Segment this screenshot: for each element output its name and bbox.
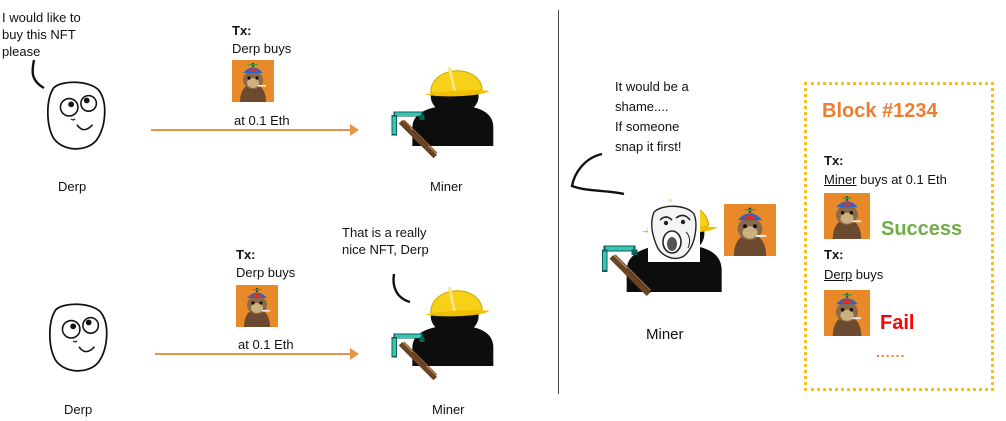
miner-label: Miner <box>430 179 463 194</box>
success-status: Success <box>881 218 963 240</box>
tx-text: Derp buys <box>236 265 296 280</box>
nft-ape-icon <box>232 60 274 102</box>
tx-label: Tx: <box>236 247 256 262</box>
troll-face-icon <box>648 202 700 262</box>
tx-text: Derp buys <box>824 266 883 283</box>
miner-label: Miner <box>646 326 684 343</box>
tx-actor: Miner <box>824 172 857 187</box>
tx-text: Derp buys <box>232 41 292 56</box>
fail-status: Fail <box>880 312 915 334</box>
speech-tail <box>570 152 625 196</box>
derp-label: Derp <box>64 402 93 417</box>
tx-price: at 0.1 Eth <box>238 337 294 352</box>
miner-speech: That is a really nice NFT, Derp <box>342 225 429 257</box>
tx-actor: Derp <box>824 267 853 282</box>
pickaxe-icon <box>388 108 444 160</box>
nft-ape-icon <box>824 290 870 336</box>
tx-text: Miner buys at 0.1 Eth <box>824 171 947 188</box>
tx-arrow <box>155 348 359 360</box>
tx-price: at 0.1 Eth <box>234 113 290 128</box>
nft-ape-icon <box>236 285 278 327</box>
divider <box>558 10 559 394</box>
tx-rest: buys at 0.1 Eth <box>856 172 947 187</box>
ellipsis: ...... <box>876 344 906 360</box>
tx-label: Tx: <box>824 247 844 262</box>
derp-speech: I would like to buy this NFT please <box>2 10 81 59</box>
tx-arrow <box>151 124 359 136</box>
miner-label: Miner <box>432 402 465 417</box>
miner-speech: It would be a shame.... If someone snap … <box>615 79 689 154</box>
nft-ape-icon <box>724 204 776 256</box>
pickaxe-icon <box>598 242 658 298</box>
tx-label: Tx: <box>232 23 252 38</box>
block-panel <box>804 82 994 391</box>
derp-label: Derp <box>58 179 87 194</box>
derp-face-icon <box>44 300 112 378</box>
derp-face-icon <box>42 78 110 156</box>
tx-label: Tx: <box>824 153 844 168</box>
pickaxe-icon <box>388 330 444 382</box>
speech-tail <box>31 59 45 90</box>
speech-tail <box>392 273 411 304</box>
block-title: Block #1234 <box>822 100 938 122</box>
nft-ape-icon <box>824 193 870 239</box>
tx-rest: buys <box>852 267 884 282</box>
